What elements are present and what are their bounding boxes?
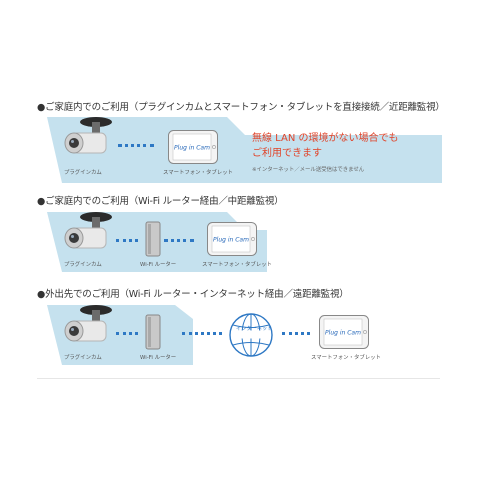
section-1-heading: ●ご家庭内でのご利用（プラグインカムとスマートフォン・タブレットを直接接続／近距…: [37, 102, 445, 113]
internet-note: ※インターネット／メール送受信はできません: [252, 167, 365, 173]
tablet-label: スマートフォン・タブレット: [311, 355, 381, 361]
divider: [37, 378, 440, 379]
connection-dots: [116, 239, 138, 242]
no-lan-text-line1: 無線 LAN の環境がない場合でも: [252, 133, 399, 144]
router-label: Wi-Fi ルーター: [140, 262, 177, 268]
tablet-logo: Plug in Cam: [213, 237, 249, 244]
section-3-heading: ●外出先でのご利用（Wi-Fi ルーター・インターネット経由／遠距離監視）: [37, 289, 349, 300]
camera-icon: [58, 303, 118, 363]
connection-dots: [164, 239, 194, 242]
tablet-label: スマートフォン・タブレット: [202, 262, 272, 268]
connection-dots: [116, 332, 138, 335]
connection-dots: [118, 144, 154, 147]
tablet-logo: Plug in Cam: [174, 145, 210, 152]
router-icon: [145, 314, 161, 354]
no-lan-text-line2: ご利用できます: [252, 148, 322, 159]
tablet-icon: Plug in Cam: [207, 222, 257, 260]
connection-dots: [182, 332, 222, 335]
router-icon: [145, 221, 161, 261]
tablet-icon: Plug in Cam: [168, 130, 218, 168]
tablet-icon: Plug in Cam: [319, 315, 369, 353]
router-label: Wi-Fi ルーター: [140, 355, 177, 361]
globe-label: インターネット: [236, 326, 273, 332]
section-2-heading: ●ご家庭内でのご利用（Wi-Fi ルーター経由／中距離監視）: [37, 196, 284, 207]
tablet-logo: Plug in Cam: [325, 330, 361, 337]
camera-label: プラグインカム: [64, 170, 102, 176]
camera-icon: [58, 115, 118, 175]
tablet-label: スマートフォン・タブレット: [163, 170, 233, 176]
camera-label: プラグインカム: [64, 262, 102, 268]
camera-label: プラグインカム: [64, 355, 102, 361]
section-1-panel: [47, 117, 442, 183]
connection-dots: [282, 332, 310, 335]
globe-icon: [228, 312, 274, 362]
camera-icon: [58, 210, 118, 270]
